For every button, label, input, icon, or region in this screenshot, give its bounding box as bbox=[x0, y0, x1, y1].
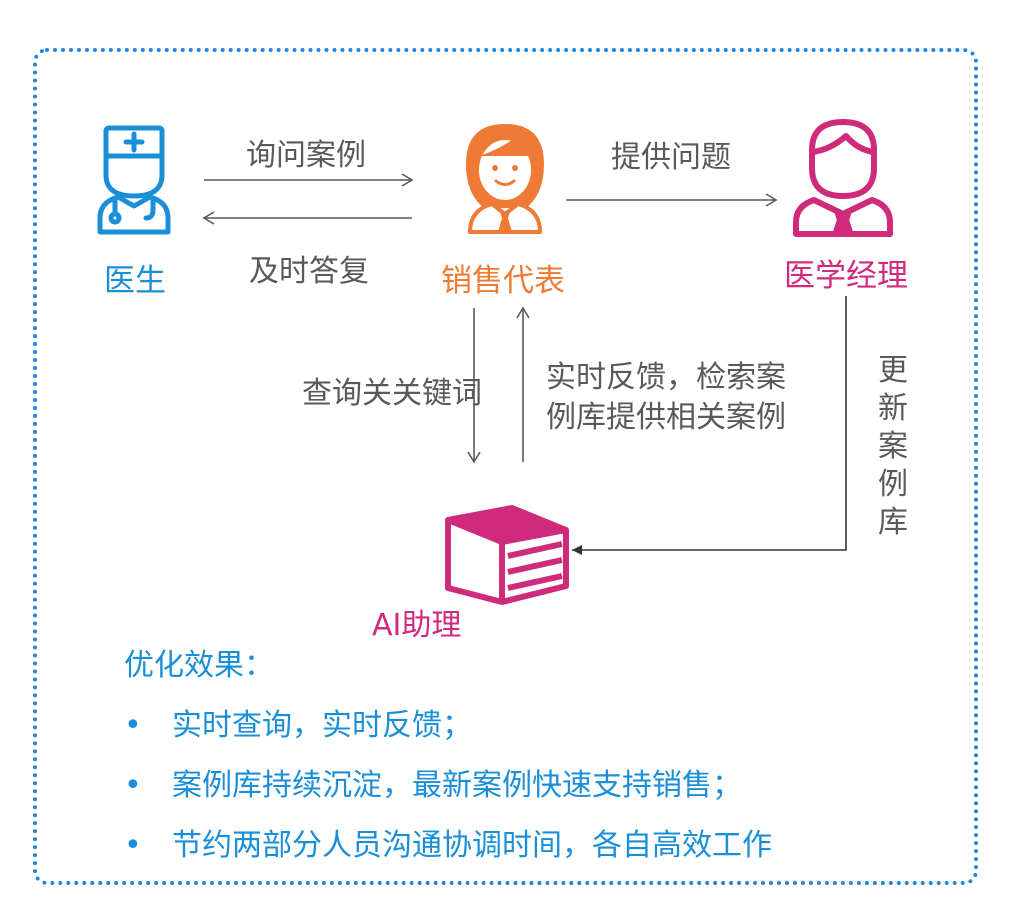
effect-text: 实时查询，实时反馈； bbox=[172, 708, 472, 743]
ai-assistant-label: AI助理 bbox=[372, 608, 462, 643]
feedback-label-line2: 例库提供相关案例 bbox=[546, 400, 786, 435]
effect-item: • 节约两部分人员沟通协调时间，各自高效工作 bbox=[124, 820, 772, 864]
books-icon bbox=[445, 505, 569, 605]
sales-rep-label: 销售代表 bbox=[441, 263, 565, 299]
effect-item: • 案例库持续沉淀，最新案例快速支持销售； bbox=[124, 760, 742, 804]
bullet-symbol: • bbox=[124, 828, 142, 863]
bullet-symbol: • bbox=[124, 768, 142, 803]
doctor-icon bbox=[97, 125, 171, 235]
arrow-manager-to-ai bbox=[572, 296, 847, 555]
update-library-label: 更新案例库 bbox=[878, 353, 908, 540]
query-keywords-label: 查询关关键词 bbox=[302, 376, 482, 411]
provide-questions-label: 提供问题 bbox=[611, 140, 731, 175]
timely-reply-label: 及时答复 bbox=[249, 254, 369, 289]
bullet-symbol: • bbox=[124, 708, 142, 743]
effect-text: 案例库持续沉淀，最新案例快速支持销售； bbox=[172, 768, 742, 803]
effect-text: 节约两部分人员沟通协调时间，各自高效工作 bbox=[172, 828, 772, 863]
feedback-label-line1: 实时反馈，检索案 bbox=[546, 360, 786, 395]
effect-item: • 实时查询，实时反馈； bbox=[124, 700, 472, 744]
ask-cases-label: 询问案例 bbox=[246, 138, 366, 173]
sales-rep-icon bbox=[466, 124, 544, 234]
manager-icon bbox=[793, 119, 893, 237]
effects-title: 优化效果： bbox=[124, 648, 274, 683]
diagram-frame bbox=[33, 48, 978, 885]
medical-manager-label: 医学经理 bbox=[784, 258, 908, 294]
doctor-label: 医生 bbox=[104, 263, 166, 299]
